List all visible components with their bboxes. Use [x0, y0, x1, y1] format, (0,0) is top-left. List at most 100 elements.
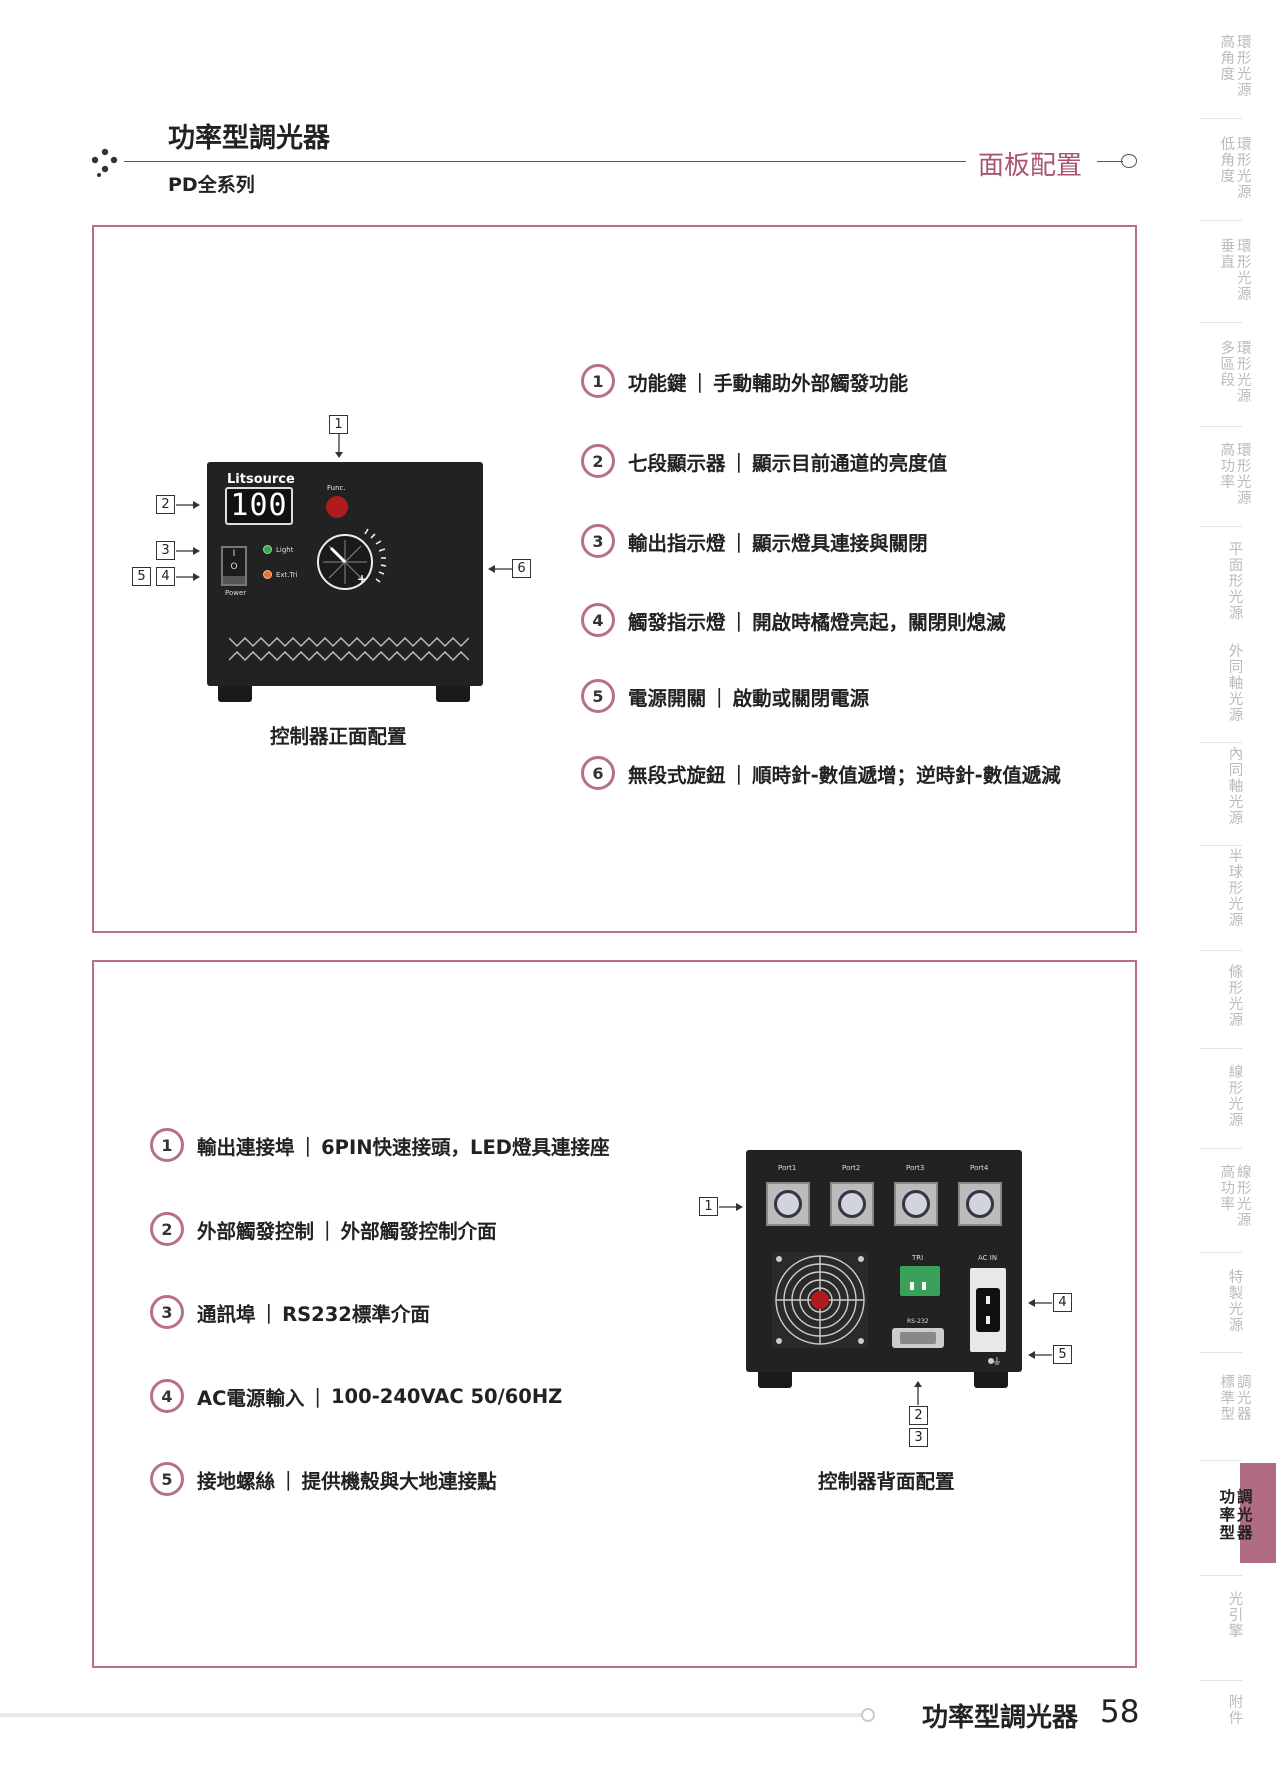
sidenav-item[interactable]: 環形光源多區段 — [1196, 341, 1276, 405]
sidenav-item[interactable]: 外同軸光源 — [1196, 644, 1276, 724]
sidenav-item[interactable]: 光引擎 — [1196, 1592, 1276, 1640]
sidenav-item[interactable]: 環形光源低角度 — [1196, 137, 1276, 201]
sidenav-item-label: 平面形光源 — [1228, 542, 1244, 622]
front-marker-4: 4 — [156, 567, 175, 586]
sidenav-item[interactable]: 線形光源高功率 — [1196, 1165, 1276, 1229]
sidenav-item-label: 環形光源 — [1237, 137, 1252, 201]
right-arrow-icon — [719, 1203, 743, 1211]
header-divider — [124, 161, 966, 162]
sidenav-item[interactable]: 平面形光源 — [1196, 542, 1276, 622]
rs232-port[interactable] — [892, 1328, 944, 1348]
light-label: Light — [276, 546, 294, 554]
sidenav-item-label: 外同軸光源 — [1228, 644, 1244, 724]
output-port-4[interactable] — [958, 1182, 1002, 1226]
right-arrow-icon — [176, 501, 200, 509]
sidenav-item-label: 高角度 — [1220, 35, 1236, 83]
feature-name: 輸出指示燈 — [628, 531, 726, 555]
output-port-3[interactable] — [894, 1182, 938, 1226]
knob-scale-icon — [364, 528, 387, 583]
feature-name: AC電源輸入 — [197, 1386, 305, 1410]
feature-name: 輸出連接埠 — [197, 1135, 295, 1159]
sidenav-item-label: 垂直 — [1220, 239, 1236, 271]
sidenav-item-label: 標準型 — [1220, 1375, 1236, 1423]
sidenav-item[interactable]: 線形光源 — [1196, 1065, 1276, 1129]
sidenav-separator — [1200, 322, 1242, 323]
port3-label: Port3 — [906, 1164, 925, 1172]
feature-separator: | — [314, 1384, 321, 1408]
ac-power-inlet[interactable] — [970, 1268, 1006, 1352]
sidenav-item[interactable]: 環形光源高功率 — [1196, 443, 1276, 507]
sidenav-item-label: 線形光源 — [1228, 1065, 1244, 1129]
feature-number-badge: 1 — [581, 364, 615, 398]
feature-separator: | — [324, 1217, 331, 1241]
sidenav-item[interactable]: 調光器標準型 — [1196, 1375, 1276, 1423]
sidenav-item[interactable]: 調光器功率型 — [1196, 1488, 1276, 1542]
sidenav-separator — [1200, 1460, 1242, 1461]
feature-separator: | — [735, 608, 743, 632]
sidenav-separator — [1200, 845, 1242, 846]
sidenav-separator — [1200, 1148, 1242, 1149]
sidenav-item[interactable]: 條形光源 — [1196, 965, 1276, 1029]
back-panel-box — [92, 960, 1137, 1668]
sidenav-item-label: 調光器 — [1237, 1488, 1253, 1542]
ac-in-label: AC IN — [978, 1254, 998, 1262]
sidenav-item-label: 高功率 — [1220, 1165, 1236, 1213]
down-arrow-icon — [335, 434, 343, 458]
output-port-2[interactable] — [830, 1182, 874, 1226]
feature-name: 接地螺絲 — [197, 1469, 276, 1493]
rs232-label: RS-232 — [907, 1318, 929, 1325]
port2-label: Port2 — [842, 1164, 861, 1172]
back-marker-1: 1 — [699, 1197, 718, 1216]
front-marker-2: 2 — [156, 495, 175, 514]
func-label: Func. — [327, 484, 346, 492]
fan-icon — [772, 1252, 868, 1348]
right-arrow-icon — [176, 573, 200, 581]
port1-label: Port1 — [778, 1164, 797, 1172]
feature-number-badge: 2 — [150, 1212, 184, 1246]
sidenav-separator — [1200, 1048, 1242, 1049]
sidenav-item-label: 條形光源 — [1228, 965, 1244, 1029]
back-marker-4: 4 — [1053, 1293, 1072, 1312]
controller-front-device: Litsource 100 Func. I O Power Light Ext.… — [207, 462, 483, 686]
feature-description: 啟動或關閉電源 — [732, 686, 870, 710]
sidenav-separator — [1200, 742, 1242, 743]
sidenav-item-label: 光引擎 — [1228, 1592, 1244, 1640]
sidenav-item[interactable]: 環形光源高角度 — [1196, 35, 1276, 99]
sidenav-separator — [1200, 1680, 1242, 1681]
sidenav-item[interactable]: 特製光源 — [1196, 1270, 1276, 1334]
feature-number-badge: 5 — [581, 679, 615, 713]
sidenav-item[interactable]: 內同軸光源 — [1196, 747, 1276, 827]
feature-separator: | — [716, 684, 723, 708]
trigger-connector[interactable] — [900, 1266, 940, 1296]
footer-knob-icon — [861, 1708, 875, 1722]
feature-name: 通訊埠 — [197, 1302, 256, 1326]
sidenav-item[interactable]: 附件 — [1196, 1695, 1276, 1727]
brand-logo: Litsource — [227, 472, 295, 487]
power-switch[interactable]: I O — [221, 546, 247, 586]
sidenav-item[interactable]: 環形光源垂直 — [1196, 239, 1276, 303]
dimmer-knob[interactable] — [317, 534, 373, 590]
left-arrow-icon — [488, 565, 512, 573]
feature-separator: | — [265, 1300, 273, 1324]
controller-back-device: Port1 Port2 Port3 Port4 TRI RS-232 AC IN — [746, 1150, 1022, 1372]
section-knob-icon — [1121, 154, 1137, 168]
sidenav-item[interactable]: 半球形光源 — [1196, 849, 1276, 929]
output-port-1[interactable] — [766, 1182, 810, 1226]
seven-segment-display: 100 — [225, 487, 293, 525]
sidenav-item-label: 內同軸光源 — [1228, 747, 1244, 827]
feature-number-badge: 1 — [150, 1128, 184, 1162]
front-marker-6: 6 — [512, 559, 531, 578]
func-button[interactable] — [326, 496, 348, 518]
left-arrow-icon — [1028, 1351, 1052, 1359]
dots-logo-icon — [91, 148, 118, 177]
back-marker-5: 5 — [1053, 1345, 1072, 1364]
device-foot-right — [974, 1368, 1008, 1388]
feature-number-badge: 5 — [150, 1462, 184, 1496]
sidenav-item-label: 環形光源 — [1237, 341, 1252, 405]
feature-description: 顯示燈具連接與關閉 — [752, 531, 928, 555]
